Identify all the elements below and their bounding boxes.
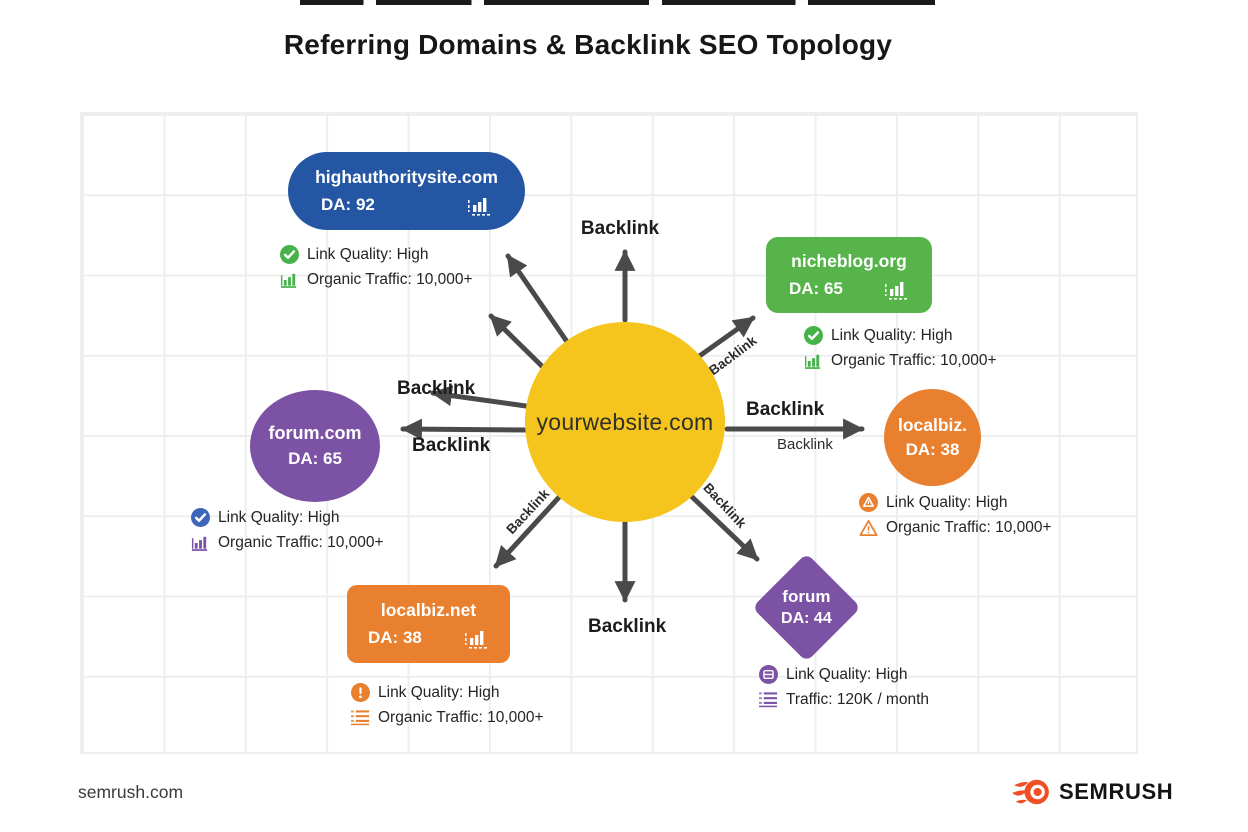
bar-chart-icon bbox=[465, 630, 487, 649]
organic-traffic-text: Organic Traffic: 10,000+ bbox=[831, 351, 997, 369]
node-highauthoritysite: highauthoritysite.com DA: 92 bbox=[288, 152, 525, 230]
list-icon bbox=[351, 710, 370, 726]
bar-chart-icon bbox=[468, 197, 490, 216]
organic-traffic-text: Organic Traffic: 10,000+ bbox=[378, 708, 544, 726]
organic-traffic-text: Organic Traffic: 10,000+ bbox=[307, 270, 473, 288]
node-domain: nicheblog.org bbox=[791, 250, 907, 271]
backlink-label-left-upper: Backlink bbox=[397, 378, 476, 399]
center-node-yourwebsite: yourwebsite.com bbox=[525, 322, 725, 522]
node-da: DA: 44 bbox=[781, 610, 832, 627]
semrush-logo: SEMRUSH bbox=[1012, 776, 1173, 808]
backlink-label-bottom: Backlink bbox=[588, 616, 667, 637]
organic-traffic-text: Organic Traffic: 10,000+ bbox=[886, 518, 1052, 536]
backlink-label-right-upper: Backlink bbox=[746, 399, 825, 420]
organic-traffic-text: Organic Traffic: 10,000+ bbox=[218, 533, 384, 551]
node-da: DA: 65 bbox=[288, 449, 342, 468]
bar-chart-icon bbox=[280, 273, 297, 288]
node-da: DA: 38 bbox=[905, 440, 960, 459]
page-title: Referring Domains & Backlink SEO Topolog… bbox=[283, 29, 893, 60]
node-localbiz-circle: localbiz. DA: 38 bbox=[884, 389, 981, 486]
link-quality-text: Link Quality: High bbox=[307, 245, 429, 263]
annotation-nicheblog: Link Quality: High Organic Traffic: 10,0… bbox=[804, 326, 997, 370]
annotation-forum-diamond: Link Quality: High Traffic: 120K / month bbox=[759, 665, 929, 709]
list-icon bbox=[759, 692, 778, 708]
center-node-label: yourwebsite.com bbox=[536, 408, 714, 435]
warning-triangle-icon bbox=[859, 519, 878, 536]
check-circle-icon bbox=[280, 245, 299, 264]
node-localbiz-net: localbiz.net DA: 38 bbox=[347, 585, 510, 663]
link-quality-text: Link Quality: High bbox=[378, 683, 500, 701]
node-forum-com: forum.com DA: 65 bbox=[250, 390, 380, 502]
link-quality-text: Link Quality: High bbox=[831, 326, 953, 344]
exclamation-circle-icon bbox=[351, 683, 370, 702]
node-da: DA: 65 bbox=[789, 278, 843, 298]
source-url: semrush.com bbox=[78, 782, 184, 802]
annotation-highauthority: Link Quality: High Organic Traffic: 10,0… bbox=[280, 245, 473, 289]
bar-chart-icon bbox=[804, 354, 821, 369]
cropped-top-bar bbox=[300, 0, 935, 5]
annotation-localbiz-net: Link Quality: High Organic Traffic: 10,0… bbox=[351, 683, 544, 727]
semrush-wordmark: SEMRUSH bbox=[1059, 779, 1174, 804]
node-nicheblog: nicheblog.org DA: 65 bbox=[766, 237, 932, 313]
check-circle-icon bbox=[804, 326, 823, 345]
link-quality-text: Link Quality: High bbox=[786, 665, 908, 683]
node-domain: localbiz.net bbox=[380, 599, 477, 620]
node-domain: localbiz. bbox=[897, 415, 968, 435]
annotation-localbiz-circle: Link Quality: High Organic Traffic: 10,0… bbox=[859, 493, 1052, 537]
link-quality-text: Link Quality: High bbox=[218, 508, 340, 526]
node-domain: highauthoritysite.com bbox=[315, 166, 498, 187]
node-da: DA: 38 bbox=[368, 627, 422, 647]
backlink-label-top: Backlink bbox=[580, 218, 660, 239]
link-quality-text: Link Quality: High bbox=[886, 493, 1008, 511]
node-domain: forum bbox=[782, 587, 831, 606]
node-da: DA: 92 bbox=[321, 194, 375, 214]
node-domain: forum.com bbox=[268, 423, 362, 443]
list-circle-icon bbox=[759, 665, 778, 684]
bar-chart-icon bbox=[885, 281, 907, 300]
warning-circle-icon bbox=[859, 493, 878, 512]
annotation-forum-com: Link Quality: High Organic Traffic: 10,0… bbox=[191, 508, 384, 552]
semrush-flame-icon bbox=[1012, 779, 1049, 805]
check-circle-icon bbox=[191, 508, 210, 527]
bar-chart-icon bbox=[191, 536, 208, 551]
traffic-text: Traffic: 120K / month bbox=[786, 690, 930, 708]
backlink-label-left-lower: Backlink bbox=[412, 435, 491, 456]
backlink-label-right-lower: Backlink bbox=[777, 436, 833, 453]
